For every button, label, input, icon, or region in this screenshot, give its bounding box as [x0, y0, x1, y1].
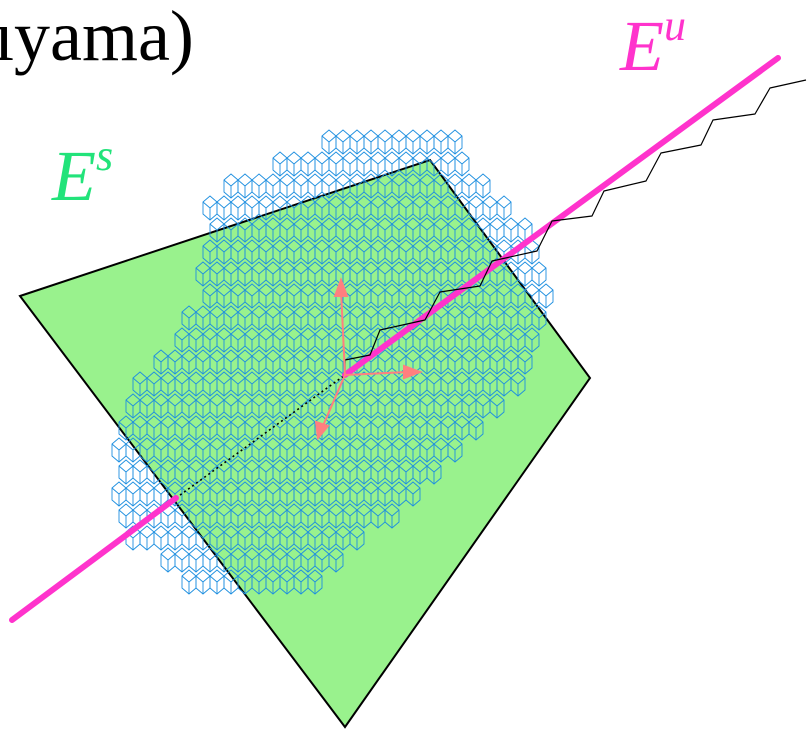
lattice-cell — [237, 173, 253, 199]
lattice-cell — [510, 371, 526, 397]
lattice-cell — [363, 129, 379, 155]
lattice-cell — [307, 569, 323, 595]
lattice-cell — [349, 525, 365, 551]
lattice-cell — [125, 481, 141, 507]
lattice-cell — [377, 129, 393, 155]
lattice-cell — [461, 173, 477, 199]
lattice-cell — [293, 173, 309, 199]
lattice-cell — [419, 129, 435, 155]
lattice-cell — [489, 393, 505, 419]
unstable-label-sup: u — [664, 1, 686, 50]
lattice-cell — [223, 173, 239, 199]
lattice-cell — [475, 173, 491, 199]
lattice-cell — [188, 547, 204, 573]
arrow-right-shaft — [344, 371, 409, 376]
unstable-line-lower — [9, 495, 179, 623]
lattice-cell — [524, 327, 540, 353]
lattice-cell — [314, 151, 330, 177]
lattice-cell — [132, 459, 148, 485]
lattice-cell — [286, 151, 302, 177]
arrow-down-head — [314, 420, 330, 441]
lattice-cell — [209, 569, 225, 595]
lattice-cell — [440, 151, 456, 177]
lattice-cell — [370, 151, 386, 177]
arrow-up-head — [333, 277, 349, 297]
lattice-cell — [531, 261, 547, 287]
title-fragment: ıyama) — [0, 0, 194, 76]
lattice-cell — [384, 503, 400, 529]
lattice-cell — [328, 151, 344, 177]
lattice-cell — [328, 547, 344, 573]
lattice-cell — [321, 129, 337, 155]
lattice-cell — [139, 481, 155, 507]
lattice-cell — [118, 503, 134, 529]
lattice-cell — [174, 547, 190, 573]
lattice-cell — [272, 151, 288, 177]
lattice-cell — [405, 481, 421, 507]
lattice-cell — [349, 129, 365, 155]
lattice-cell — [251, 173, 267, 199]
lattice-cell — [356, 151, 372, 177]
lattice-cell — [335, 129, 351, 155]
lattice-cell — [111, 437, 127, 463]
lattice-cell — [391, 129, 407, 155]
lattice-cell — [181, 569, 197, 595]
lattice-cell — [279, 173, 295, 199]
lattice-cell — [118, 459, 134, 485]
lattice-cell — [538, 283, 554, 309]
lattice-cell — [307, 173, 323, 199]
lattice-cell — [517, 349, 533, 375]
lattice-cell — [230, 195, 246, 221]
lattice-cell — [496, 195, 512, 221]
lattice-cell — [111, 481, 127, 507]
stable-plane — [18, 158, 592, 729]
unstable-label-base: E — [619, 6, 664, 86]
lattice-cell — [202, 195, 218, 221]
lattice-cell — [447, 437, 463, 463]
staircase-path — [344, 79, 807, 375]
stable-label-sup: s — [96, 131, 113, 180]
lattice-cell — [468, 415, 484, 441]
lattice-cell — [405, 129, 421, 155]
arrow-down-shaft — [321, 374, 346, 429]
lattice-cell — [482, 195, 498, 221]
lattice-cell — [454, 151, 470, 177]
lattice-cell — [503, 217, 519, 243]
lattice-cell — [139, 525, 155, 551]
lattice-cell — [153, 525, 169, 551]
lattice-cell — [160, 547, 176, 573]
lattice-cell — [426, 459, 442, 485]
projected-lattice — [111, 129, 554, 595]
basis-arrows — [314, 277, 423, 441]
lattice-cell — [489, 217, 505, 243]
lattice-cell — [167, 525, 183, 551]
lattice-cell — [447, 129, 463, 155]
unstable-direction-label: Eu — [619, 1, 686, 86]
lattice-cell — [181, 525, 197, 551]
lattice-cell — [342, 151, 358, 177]
arrow-right-head — [403, 364, 423, 380]
lattice-cell — [216, 195, 232, 221]
lattice-cell — [433, 129, 449, 155]
stable-direction-label: Es — [51, 131, 113, 216]
lattice-cell — [531, 305, 547, 331]
arrow-up-shaft — [340, 289, 346, 376]
lattice-cell — [195, 569, 211, 595]
stable-label-base: E — [51, 136, 96, 216]
lattice-cell — [300, 151, 316, 177]
lattice-cell — [265, 173, 281, 199]
